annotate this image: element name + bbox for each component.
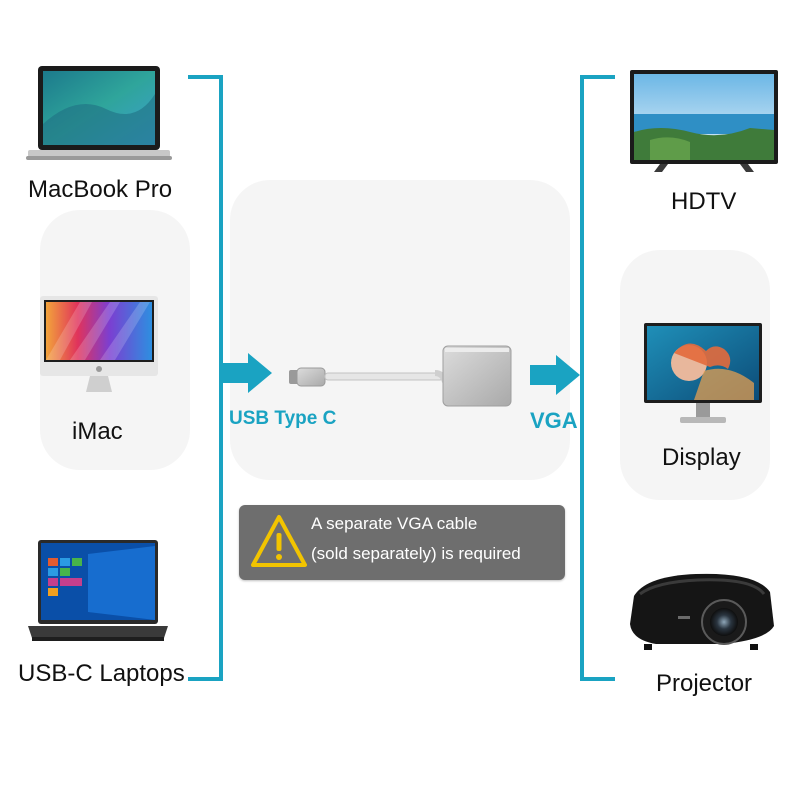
input-arrow-icon: [222, 353, 272, 393]
device-label-projector: Projector: [656, 670, 753, 697]
device-label-hdtv: HDTV: [671, 188, 737, 215]
device-label-macbook-pro: MacBook Pro: [28, 176, 173, 203]
left-bracket: [188, 75, 223, 681]
input-port-label: USB Type C: [229, 408, 337, 429]
laptop-icon: [26, 66, 172, 160]
notice-line-2: (sold separately) is required: [311, 544, 521, 563]
usb-c-vga-adapter-icon: [289, 345, 512, 407]
right-bracket: [580, 75, 615, 681]
notice-line-1: A separate VGA cable: [311, 514, 478, 533]
cable-notice: A separate VGA cable (sold separately) i…: [239, 505, 565, 580]
device-label-display: Display: [662, 444, 741, 471]
monitor-icon: [644, 323, 762, 423]
warning-icon: [251, 515, 307, 567]
imac-icon: [40, 296, 158, 392]
output-arrow-icon: [530, 355, 580, 395]
device-label-imac: iMac: [72, 418, 123, 445]
device-label-usb-c-laptops: USB-C Laptops: [18, 660, 185, 687]
tv-icon: [630, 70, 778, 172]
output-port-label: VGA: [530, 408, 578, 433]
projector-icon: [630, 573, 774, 650]
background-shape: [230, 180, 570, 480]
windows-laptop-icon: [28, 540, 168, 641]
